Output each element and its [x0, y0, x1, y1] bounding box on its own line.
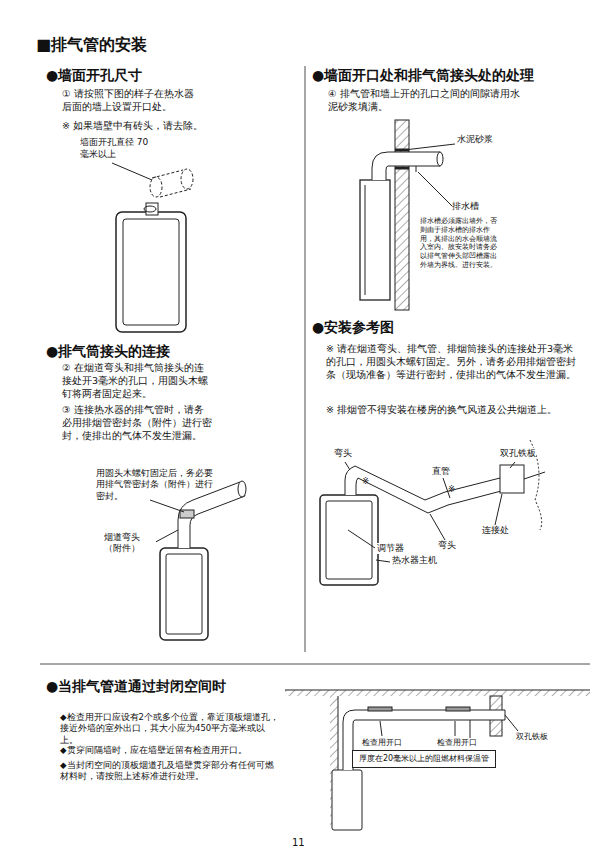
part-label: 弯头 [438, 540, 456, 551]
section-heading: ●墙面开孔尺寸 [46, 66, 142, 85]
part-label: 连接处 [482, 525, 509, 536]
page-title: ■排气管的安装 [36, 34, 147, 56]
bullet-note: ◆当封闭空间的顶板烟道孔及墙壁贯穿部分有任何可燃材料时，请按照上述标准进行处理。 [60, 760, 282, 783]
part-label: 直管 [432, 466, 450, 477]
callout-label: 用圆头木螺钉固定后，务必要用排气管密封条（附件）进行密封。 [96, 468, 216, 502]
section-heading: ●安装参考图 [312, 318, 394, 337]
bullet-note: ◆贯穿间隔墙时，应在墙壁近留有检查用开口。 [60, 745, 282, 756]
note: ※ 排烟管不得安装在楼房的换气风道及公共烟道上。 [326, 404, 581, 417]
note: 排水槽必须露出墙外，否则由于排水槽的排水作用，其排出的水会顺墙流入室内。故安装时… [420, 217, 502, 270]
part-label: 检查用开口 [362, 738, 402, 748]
instruction: ① 请按照下图的样子在热水器后面的墙上设置开口处。 [62, 88, 202, 114]
part-label: 双孔铁板 [516, 732, 548, 742]
instruction: ② 在烟道弯头和排气筒接头的连接处开3毫米的孔口，用圆头木螺钉将两者固定起来。 [62, 362, 212, 400]
dimension-label: 墙面开孔直径 70毫米以上 [80, 136, 152, 160]
section-heading: ●墙面开口处和排气筒接头处的处理 [312, 66, 534, 85]
note: ※ 如果墙壁中有砖头，请去除。 [62, 120, 212, 133]
instruction: ③ 连接热水器的排气管时，请务必用排烟管密封条（附件）进行密封，使排出的气体不发… [62, 404, 212, 442]
box-text: 厚度在20毫米以上的阻燃材料保温管 [359, 754, 489, 764]
part-label: 检查用开口 [437, 738, 477, 748]
note: ※ 请在烟道弯头、排气管、排烟筒接头的连接处开3毫米的孔口，用圆头木螺钉固定。另… [326, 343, 581, 381]
callout-mark: ※ [362, 476, 369, 487]
instruction: ④ 排气管和墙上开的孔口之间的间隙请用水泥砂浆填满。 [328, 88, 528, 114]
callout-mark: ※ [448, 484, 455, 495]
section-heading: ●当排气管道通过封闭空间时 [46, 677, 226, 696]
page-number: 11 [292, 836, 305, 850]
part-label: 烟道弯头（附件） [104, 532, 156, 555]
part-label: 水泥砂浆 [457, 133, 493, 145]
part-label: 热水器主机 [392, 555, 437, 566]
bullet-note: ◆检查用开口应设有2个或多个位置，靠近顶板烟道孔，接近外墙的室外出口，其大小应为… [60, 712, 282, 746]
part-label: 弯头 [334, 448, 352, 459]
section-heading: ●排气筒接头的连接 [46, 342, 170, 361]
part-label: 双孔铁板 [500, 448, 536, 459]
part-label: 调节器 [377, 543, 404, 554]
label-box: 厚度在20毫米以上的阻燃材料保温管 [352, 750, 496, 768]
part-label: 排水槽 [452, 200, 479, 212]
